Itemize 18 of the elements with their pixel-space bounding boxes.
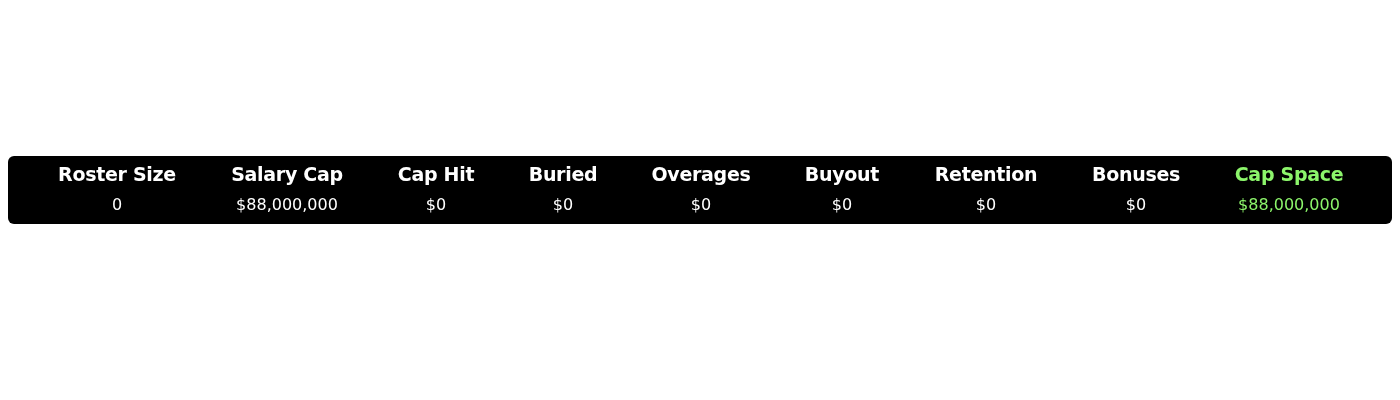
stat-value: 0: [111, 195, 123, 214]
stat-value: $0: [831, 195, 853, 214]
stat-heading: Bonuses: [1092, 163, 1180, 185]
stat-heading: Roster Size: [58, 163, 176, 185]
stat-heading: Buried: [528, 163, 598, 185]
stat-heading: Buyout: [804, 163, 880, 185]
stat-heading: Cap Hit: [397, 163, 475, 185]
stat-value: $0: [975, 195, 997, 214]
stat-heading: Salary Cap: [231, 163, 343, 185]
stat-value: $0: [552, 195, 574, 214]
stat-value: $0: [690, 195, 712, 214]
stat-value: $88,000,000: [236, 195, 338, 214]
stat-heading: Cap Space: [1234, 163, 1344, 185]
stat-value: $88,000,000: [1238, 195, 1340, 214]
stat-heading: Overages: [651, 163, 751, 185]
stat-value: $0: [425, 195, 447, 214]
stat-heading: Retention: [934, 163, 1038, 185]
stat-value: $0: [1125, 195, 1147, 214]
